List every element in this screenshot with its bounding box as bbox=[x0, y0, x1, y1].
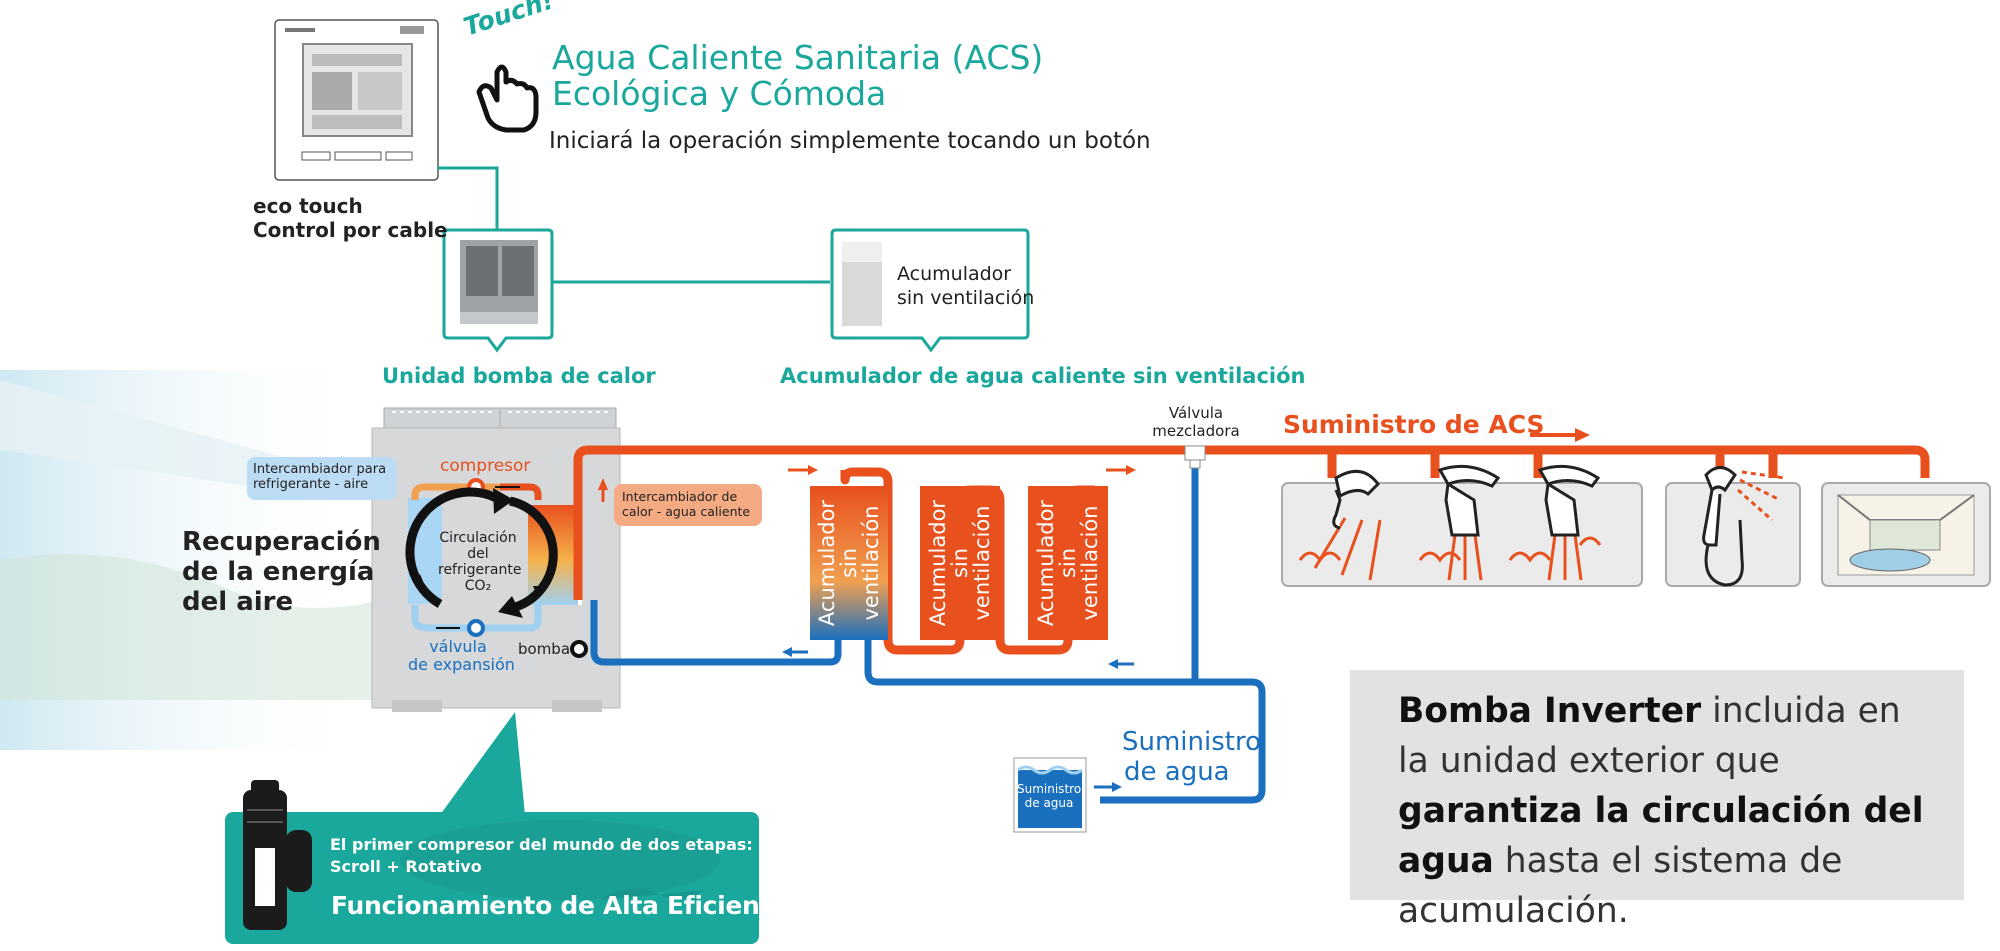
tank-1-label: Acumulador sin ventilación bbox=[814, 486, 884, 640]
expansion-valve-dot bbox=[467, 619, 485, 637]
compressor-banner-bg bbox=[225, 812, 759, 944]
tank-2-line3: ventilación bbox=[970, 505, 994, 621]
recovery-line2: de la energía bbox=[182, 557, 375, 587]
scroll-compressor-icon bbox=[243, 780, 312, 930]
pump-dot bbox=[570, 640, 588, 658]
recovery-line3: del aire bbox=[182, 587, 294, 617]
heat-pump-unit-label: Unidad bomba de calor bbox=[382, 364, 656, 388]
water-supply-line1: Suministro bbox=[1122, 727, 1262, 757]
circulation-line3: refrigerante bbox=[438, 562, 522, 578]
tank-1-line1: Acumulador bbox=[815, 499, 839, 627]
accumulator-tank-1 bbox=[810, 486, 888, 640]
shower-panel bbox=[1665, 466, 1801, 587]
circulation-line2: del bbox=[467, 546, 489, 562]
controller-label-line2: Control por cable bbox=[253, 218, 448, 242]
info-text1: incluida en la unidad exterior que bbox=[1398, 691, 1901, 781]
water-box-line1: Suministro bbox=[1017, 782, 1082, 796]
info-bold1: Bomba Inverter bbox=[1398, 691, 1702, 731]
water-box-line2: de agua bbox=[1024, 796, 1074, 810]
water-supply-box bbox=[1013, 757, 1087, 833]
circulation-line4: CO₂ bbox=[464, 578, 492, 594]
wired-controller-icon bbox=[274, 19, 439, 181]
banner-line2: Scroll + Rotativo bbox=[330, 857, 482, 876]
page-title-line2: Ecológica y Cómoda bbox=[552, 74, 887, 113]
compressor-label: compresor bbox=[440, 456, 531, 476]
expansion-line1: válvula bbox=[429, 637, 487, 656]
page-subtitle: Iniciará la operación simplemente tocand… bbox=[549, 128, 1151, 154]
page-title-line1: Agua Caliente Sanitaria (ACS) bbox=[552, 38, 1044, 77]
heat-pump-callout bbox=[442, 228, 554, 353]
info-bold2: garantiza la circulación del agua bbox=[1398, 791, 1924, 881]
tank-3-line3: ventilación bbox=[1078, 505, 1102, 621]
tank-2-line2: sin bbox=[948, 547, 972, 579]
pump-label: bomba bbox=[518, 640, 571, 658]
compressor-pointer bbox=[440, 712, 525, 815]
tank-1-line2: sin bbox=[837, 547, 861, 579]
acs-supply-label: Suministro de ACS bbox=[1283, 410, 1545, 439]
controller-label: eco touch Control por cable bbox=[253, 194, 448, 242]
flow-arrows bbox=[415, 428, 1590, 792]
banner-subtitle: El primer compresor del mundo de dos eta… bbox=[330, 834, 753, 878]
mixing-valve-line1: Válvula bbox=[1168, 404, 1224, 422]
shower-head-icon bbox=[1332, 469, 1380, 530]
accumulator-callout-line1: Acumulador bbox=[897, 263, 1012, 285]
bathroom-panel bbox=[1821, 482, 1991, 587]
faucet-icon-2 bbox=[1537, 464, 1601, 537]
accumulator-title-label: Acumulador de agua caliente sin ventilac… bbox=[780, 364, 1306, 388]
banner-title: Funcionamiento de Alta Eficiencia bbox=[331, 891, 799, 920]
recovery-line1: Recuperación bbox=[182, 527, 381, 557]
air-energy-recovery-label: Recuperación de la energía del aire bbox=[182, 527, 381, 617]
hand-shower-icon bbox=[1702, 466, 1744, 587]
water-supply-box-label: Suministro de agua bbox=[1017, 782, 1081, 810]
tank-3-line2: sin bbox=[1056, 547, 1080, 579]
expansion-valve-label: válvula de expansión bbox=[408, 637, 515, 674]
water-exchanger-label: Intercambiador de calor - agua caliente bbox=[614, 484, 762, 526]
tank-3-label: Acumulador sin ventilación bbox=[1033, 486, 1103, 640]
page-title: Agua Caliente Sanitaria (ACS) Ecológica … bbox=[552, 40, 1043, 112]
accumulator-callout-label: Acumulador sin ventilación bbox=[897, 262, 1034, 310]
touch-hand-icon bbox=[476, 64, 539, 133]
accumulator-tank-3 bbox=[1028, 486, 1108, 640]
mixing-valve-label: Válvula mezcladora bbox=[1150, 404, 1242, 440]
tank-1-line3: ventilación bbox=[859, 505, 883, 621]
faucet-icon-1 bbox=[1437, 464, 1501, 537]
inverter-pump-info-box: Bomba Inverter incluida en la unidad ext… bbox=[1350, 670, 1964, 931]
tank-3-line1: Acumulador bbox=[1034, 499, 1058, 627]
circulation-line1: Circulación bbox=[439, 530, 517, 546]
info-text2: hasta el sistema de acumulación. bbox=[1398, 841, 1843, 931]
mixing-valve-line2: mezcladora bbox=[1152, 422, 1240, 440]
banner-line1: El primer compresor del mundo de dos eta… bbox=[330, 835, 753, 854]
accumulator-callout-line2: sin ventilación bbox=[897, 287, 1035, 309]
refrigerant-circulation-label: Circulación del refrigerante CO₂ bbox=[438, 530, 522, 594]
expansion-line2: de expansión bbox=[408, 655, 515, 674]
control-wiring bbox=[438, 166, 830, 284]
water-supply-line2: de agua bbox=[1124, 757, 1230, 787]
controller-label-line1: eco touch bbox=[253, 194, 363, 218]
tank-2-line1: Acumulador bbox=[926, 499, 950, 627]
air-exchanger-label: Intercambiador para refrigerante - aire bbox=[247, 457, 397, 500]
mixing-valve-icon bbox=[1184, 445, 1206, 469]
accumulator-callout bbox=[830, 228, 1030, 353]
cold-water-pipe bbox=[590, 455, 1266, 804]
tank-2-label: Acumulador sin ventilación bbox=[925, 486, 995, 640]
water-supply-label: Suministro de agua bbox=[1122, 727, 1261, 787]
accumulator-tank-2 bbox=[920, 486, 1000, 640]
faucet-panel bbox=[1281, 464, 1643, 587]
